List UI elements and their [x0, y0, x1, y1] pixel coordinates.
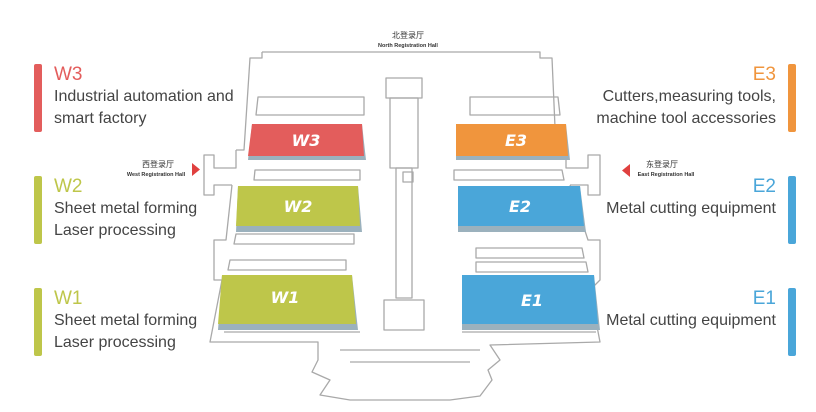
hall-e3[interactable]: E3 — [456, 124, 570, 160]
hall-w2[interactable]: W2 — [236, 186, 362, 232]
legend-w1-bar — [34, 288, 42, 356]
west-entrance-arrow-icon — [192, 163, 200, 176]
legend-w3-line1: Industrial automation and — [54, 88, 234, 105]
legend-w1-line2: Laser processing — [54, 334, 176, 351]
hall-e1[interactable]: E1 — [462, 275, 600, 330]
east-registration-cn: 东登录厅 — [646, 159, 678, 169]
legend-e1-bar — [788, 288, 796, 356]
legend-e2-bar — [788, 176, 796, 244]
hall-e1-block — [462, 275, 598, 324]
hall-e2-label: E2 — [509, 197, 531, 216]
legend-w3: W3 Industrial automation and smart facto… — [34, 64, 274, 132]
legend-w3-bar — [34, 64, 42, 132]
hall-w2-label: W2 — [284, 197, 313, 216]
legend-e3-line2: machine tool accessories — [596, 110, 776, 127]
west-registration-cn: 西登录厅 — [142, 159, 174, 169]
north-registration-hall: 北登录厅 North Registration Hall — [378, 30, 438, 49]
hall-w1-block — [218, 275, 356, 324]
hall-w3-block — [248, 124, 364, 156]
hall-w3[interactable]: W3 — [248, 124, 366, 160]
hall-e3-block — [456, 124, 568, 156]
legend-w3-line2: smart factory — [54, 110, 147, 127]
hall-e2[interactable]: E2 — [458, 186, 586, 232]
legend-w2-line1: Sheet metal forming — [54, 200, 198, 217]
hall-w1-label: W1 — [271, 288, 300, 307]
legend-e2-line1: Metal cutting equipment — [606, 200, 776, 217]
legend-e2: E2 Metal cutting equipment — [576, 176, 796, 244]
north-registration-cn: 北登录厅 — [392, 30, 424, 40]
east-registration-hall: 东登录厅 East Registration Hall — [622, 159, 695, 178]
north-registration-en: North Registration Hall — [378, 43, 438, 49]
legend-w2-code: W2 — [54, 176, 83, 197]
legend-w2: W2 Sheet metal forming Laser processing — [34, 176, 234, 244]
legend-e3-bar — [788, 64, 796, 132]
hall-w2-block — [236, 186, 360, 226]
hall-e2-block — [458, 186, 584, 226]
hall-w3-label: W3 — [292, 131, 321, 150]
west-registration-hall: 西登录厅 West Registration Hall — [127, 159, 200, 178]
west-registration-en: West Registration Hall — [127, 172, 186, 178]
legend-w2-bar — [34, 176, 42, 244]
legend-w3-code: W3 — [54, 64, 83, 85]
legend-w1-code: W1 — [54, 288, 83, 309]
legend-e1-code: E1 — [752, 288, 776, 309]
hall-e3-label: E3 — [505, 131, 527, 150]
legend-w2-line2: Laser processing — [54, 222, 176, 239]
legend-w1: W1 Sheet metal forming Laser processing — [34, 288, 234, 356]
east-entrance-arrow-icon — [622, 164, 630, 177]
legend-e2-code: E2 — [752, 176, 776, 197]
legend-e1: E1 Metal cutting equipment — [576, 288, 796, 356]
hall-e1-label: E1 — [521, 291, 543, 310]
hall-w1[interactable]: W1 — [218, 275, 358, 330]
legend-e1-line1: Metal cutting equipment — [606, 312, 776, 329]
legend-w1-line1: Sheet metal forming — [54, 312, 198, 329]
east-registration-en: East Registration Hall — [638, 172, 695, 178]
legend-e3-code: E3 — [752, 64, 776, 85]
legend-e3-line1: Cutters,measuring tools, — [602, 88, 776, 105]
legend-e3: E3 Cutters,measuring tools, machine tool… — [576, 64, 796, 132]
